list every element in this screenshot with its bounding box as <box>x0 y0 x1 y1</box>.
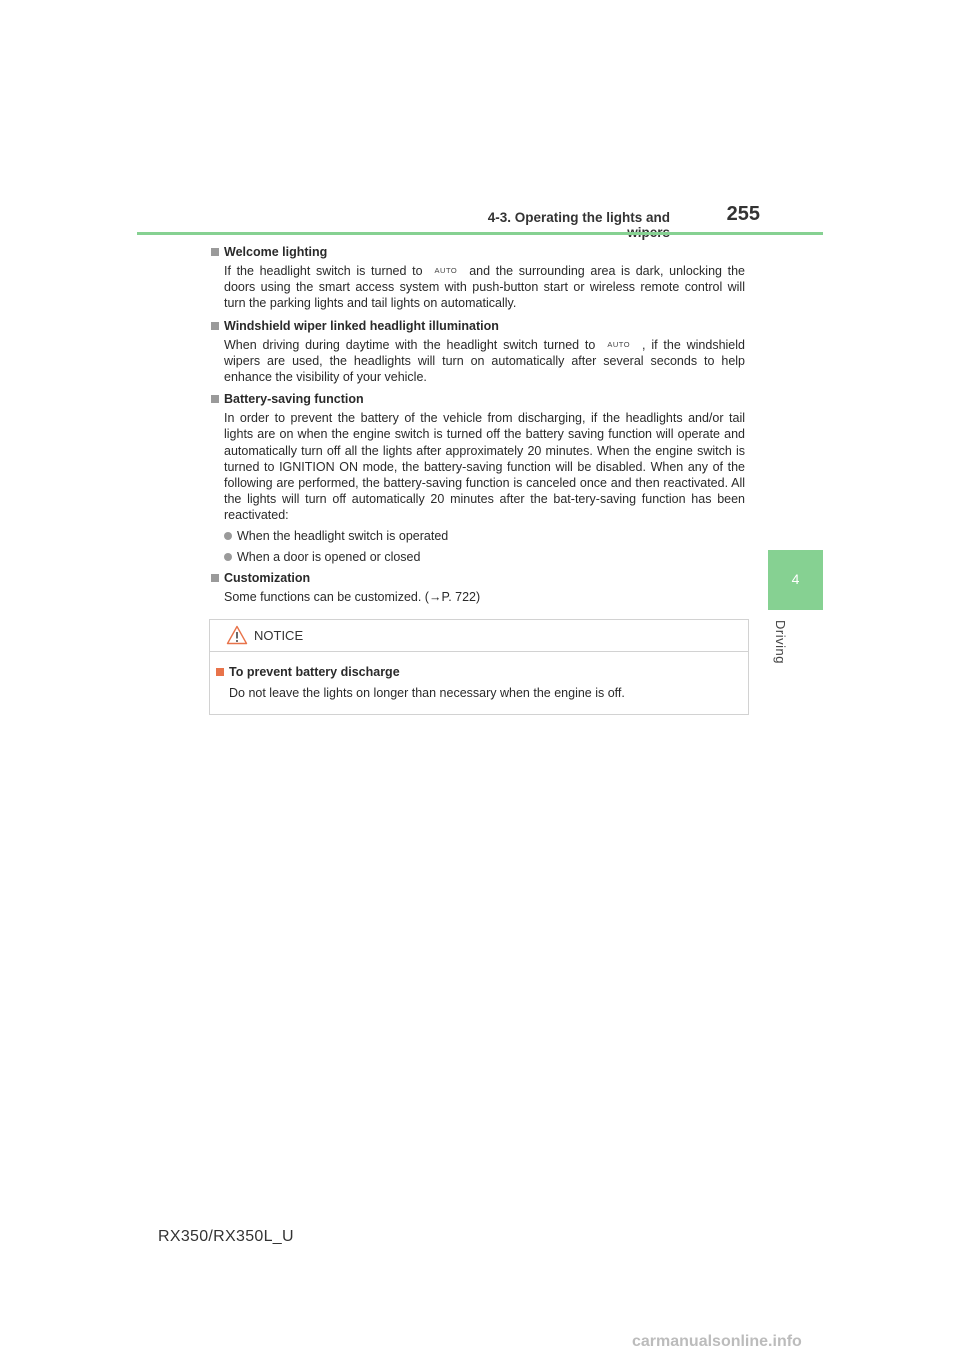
section-title-wiper-linked: Windshield wiper linked headlight illumi… <box>211 317 745 335</box>
square-bullet-icon <box>211 321 219 330</box>
square-bullet-icon <box>216 668 224 676</box>
auto-switch-icon: AUTO <box>434 266 458 275</box>
notice-header: NOTICE <box>210 620 748 652</box>
dot-bullet-icon <box>224 531 232 540</box>
main-content: Welcome lighting If the headlight switch… <box>211 243 745 605</box>
battery-saving-text: In order to prevent the battery of the v… <box>224 411 745 523</box>
section-title-battery-saving: Battery-saving function <box>211 390 745 408</box>
watermark: carmanualsonline.info <box>632 1333 802 1350</box>
notice-label: NOTICE <box>254 628 304 643</box>
chapter-tab-label: Driving <box>773 620 788 664</box>
page-number: 255 <box>726 203 760 225</box>
footer-model-code: RX350/RX350L_U <box>158 1228 294 1245</box>
section-title-customization: Customization <box>211 569 745 587</box>
arrow-icon: → <box>428 589 442 604</box>
chapter-tab <box>768 550 823 610</box>
square-bullet-icon <box>211 248 219 256</box>
notice-title: To prevent battery discharge <box>216 665 400 679</box>
dot-bullet-icon <box>224 552 232 561</box>
notice-text: Do not leave the lights on longer than n… <box>229 686 625 700</box>
header-section-title: 4-3. Operating the lights and wipers <box>487 210 670 240</box>
square-bullet-icon <box>211 573 219 582</box>
header-rule <box>137 232 823 235</box>
list-item: When a door is opened or closed <box>211 548 745 566</box>
warning-triangle-icon <box>226 625 248 645</box>
wiper-linked-text: When driving during daytime with the hea… <box>224 337 745 385</box>
square-bullet-icon <box>211 395 219 404</box>
page-reference-link[interactable]: P. 722) <box>441 589 481 604</box>
chapter-tab-number: 4 <box>791 571 800 587</box>
auto-switch-icon: AUTO <box>607 339 631 349</box>
notice-box: NOTICE To prevent battery discharge Do n… <box>209 619 749 715</box>
list-item: When the headlight switch is operated <box>211 527 745 545</box>
customization-text: Some functions can be customized. (→P. 7… <box>224 589 481 604</box>
section-title-welcome-lighting: Welcome lighting <box>211 243 745 261</box>
